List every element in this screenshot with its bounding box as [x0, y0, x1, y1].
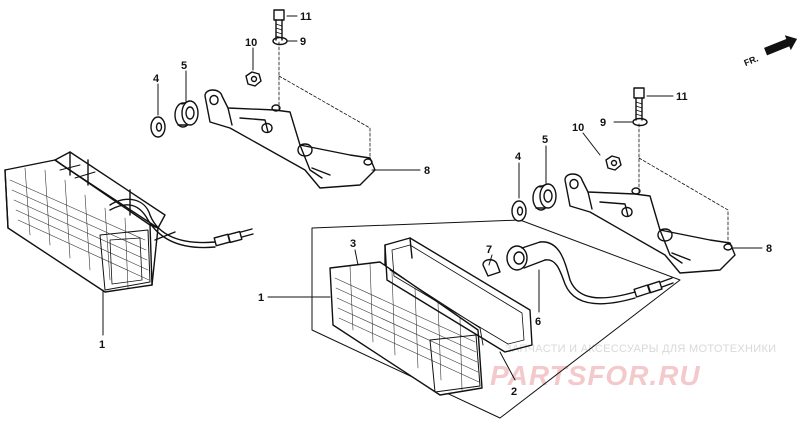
- washer-9-right: [632, 117, 648, 127]
- callout-9-left: 9: [300, 36, 306, 48]
- front-direction-label: FR.: [743, 53, 760, 68]
- callout-9-right: 9: [600, 117, 606, 129]
- front-arrow-icon: [764, 35, 798, 56]
- callout-5-left: 5: [181, 60, 187, 72]
- lens-3: [329, 261, 483, 396]
- callout-1-left: 1: [99, 339, 105, 351]
- callout-8-left: 8: [424, 165, 430, 177]
- nut-10-right: [605, 155, 622, 171]
- center-exploded-view: [267, 219, 681, 419]
- callout-11-right: 11: [676, 91, 688, 103]
- callout-2: 2: [511, 386, 517, 398]
- left-taillight-assembly: [4, 151, 254, 336]
- callout-4-right: 4: [515, 151, 522, 163]
- bolt-11-left: [273, 9, 285, 21]
- watermark-logo: PARTSFOR.RU: [490, 360, 701, 391]
- callout-8-right: 8: [766, 243, 772, 255]
- left-bracket-assembly: [150, 9, 421, 189]
- right-bracket-assembly: [511, 87, 763, 274]
- washer-4-right: [511, 200, 527, 222]
- callout-3: 3: [350, 238, 356, 250]
- front-direction-marker: FR.: [743, 35, 798, 68]
- washer-9-left: [272, 36, 288, 46]
- bolt-11-right: [633, 87, 645, 99]
- callout-10-right: 10: [572, 122, 584, 134]
- washer-4-left: [150, 116, 166, 138]
- watermark-tagline: ЗАПЧАСТИ И АКСЕССУАРЫ ДЛЯ МОТОТЕХНИКИ: [505, 343, 776, 355]
- callout-1-center: 1: [258, 292, 264, 304]
- callout-5-right: 5: [542, 134, 548, 146]
- callout-10-left: 10: [245, 37, 257, 49]
- socket-6: [506, 245, 528, 271]
- callout-7: 7: [486, 244, 492, 256]
- nut-10-left: [245, 71, 262, 87]
- callout-11-left: 11: [300, 11, 312, 23]
- callout-4-left: 4: [153, 73, 160, 85]
- callout-6: 6: [535, 316, 541, 328]
- bulb-7: [482, 258, 501, 277]
